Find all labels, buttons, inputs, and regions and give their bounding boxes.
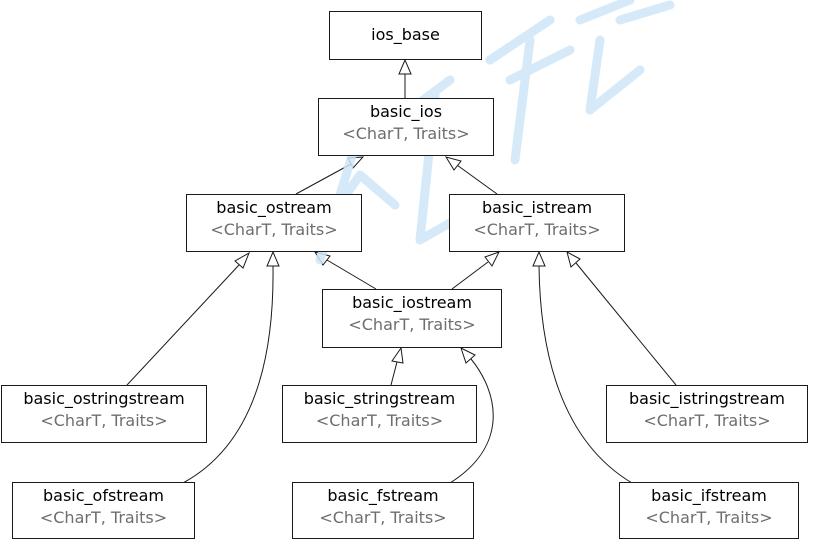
template-params: <CharT, Traits>	[40, 411, 168, 430]
edge-basic-ostream-to-basic-ios	[295, 163, 352, 195]
arrowhead	[391, 346, 404, 364]
edge-basic-ifstream-to-basic-istream	[538, 265, 633, 484]
arrowhead	[444, 156, 462, 171]
edge-basic-istream-to-basic-ios	[456, 164, 498, 195]
edge-basic-ofstream-to-basic-ostream	[182, 265, 274, 484]
edge-basic-stringstream-to-basic-iostream	[390, 361, 398, 386]
arrowhead	[347, 156, 365, 169]
node-name: ios_base	[371, 25, 440, 44]
arrowhead	[460, 347, 476, 364]
node-basic-iostream: basic_iostream <CharT, Traits>	[322, 289, 502, 348]
node-name: basic_ios	[369, 102, 443, 121]
node-name: basic_fstream	[327, 486, 439, 505]
template-params: <CharT, Traits>	[348, 315, 476, 334]
edge-basic-iostream-to-basic-istream	[451, 261, 489, 290]
template-params: <CharT, Traits>	[39, 508, 168, 527]
node-basic-ostringstream: basic_ostringstream <CharT, Traits>	[1, 385, 207, 443]
node-basic-ios: basic_ios <CharT, Traits>	[318, 98, 494, 156]
template-params: <CharT, Traits>	[645, 508, 773, 527]
edge-basic-ostringstream-to-basic-ostream	[126, 264, 240, 386]
node-basic-istringstream: basic_istringstream <CharT, Traits>	[606, 385, 808, 443]
edge-basic-iostream-to-basic-ostream	[326, 259, 377, 290]
node-name: basic_ofstream	[42, 486, 165, 505]
arrowhead	[266, 250, 280, 267]
template-params: <CharT, Traits>	[473, 220, 601, 239]
arrowhead	[398, 58, 412, 75]
node-name: basic_iostream	[352, 293, 472, 312]
template-params: <CharT, Traits>	[342, 124, 470, 143]
template-params: <CharT, Traits>	[643, 411, 771, 430]
arrowhead	[484, 251, 501, 267]
template-params: <CharT, Traits>	[315, 411, 444, 430]
node-basic-ostream: basic_ostream <CharT, Traits>	[186, 194, 362, 252]
node-name: basic_ostream	[216, 198, 332, 217]
node-name: basic_ostringstream	[23, 389, 185, 408]
node-name: basic_istream	[481, 198, 593, 217]
arrowhead	[234, 251, 250, 269]
arrowhead	[532, 250, 546, 267]
edge-basic-fstream-to-basic-iostream	[449, 358, 494, 484]
node-name: basic_ifstream	[651, 486, 767, 505]
node-name: basic_stringstream	[303, 389, 456, 408]
node-ios-base: ios_base	[329, 11, 482, 60]
node-basic-istream: basic_istream <CharT, Traits>	[449, 194, 625, 252]
node-name: basic_istringstream	[629, 389, 785, 408]
node-basic-stringstream: basic_stringstream <CharT, Traits>	[282, 385, 477, 443]
edge-basic-istringstream-to-basic-istream	[575, 262, 677, 386]
template-params: <CharT, Traits>	[319, 508, 447, 527]
node-basic-ifstream: basic_ifstream <CharT, Traits>	[619, 482, 799, 539]
node-basic-ofstream: basic_ofstream <CharT, Traits>	[12, 482, 195, 539]
arrowhead	[566, 251, 581, 268]
arrowhead	[313, 251, 331, 266]
template-params: <CharT, Traits>	[210, 220, 338, 239]
node-basic-fstream: basic_fstream <CharT, Traits>	[292, 482, 474, 539]
